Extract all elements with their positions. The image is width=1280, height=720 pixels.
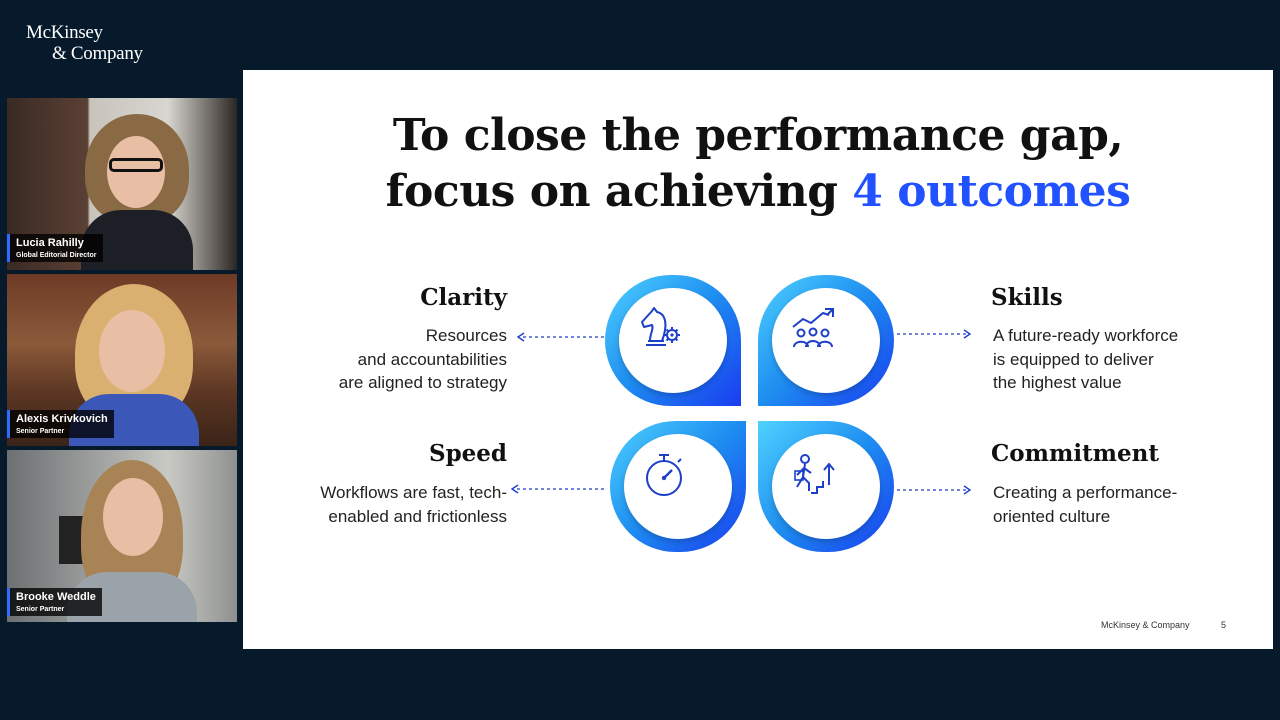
clarity-petal: [605, 275, 741, 406]
description-line: is equipped to deliver: [993, 349, 1154, 369]
description-line: Workflows are fast, tech-: [320, 483, 507, 502]
commitment-arrow: [897, 485, 972, 495]
skills-arrow: [897, 329, 972, 339]
participant-name: Lucia Rahilly: [16, 237, 84, 249]
outcome-description-clarity: Resources and accountabilities are align…: [263, 324, 507, 395]
participant-role: Senior Partner: [16, 428, 65, 435]
description-line: are aligned to strategy: [338, 373, 507, 392]
participant-nameplate: Alexis Krivkovich Senior Partner: [7, 410, 114, 438]
description-line: Resources: [425, 326, 507, 345]
team-growth-icon: [792, 308, 834, 348]
mckinsey-logo: McKinsey & Company: [26, 22, 143, 64]
title-line-2-prefix: focus on achieving: [385, 166, 853, 217]
description-line: enabled and frictionless: [328, 506, 507, 526]
title-line-2: focus on achieving 4 outcomes: [243, 164, 1273, 220]
participant-role: Global Editorial Director: [16, 252, 97, 259]
slide-page-number: 5: [1221, 620, 1227, 630]
outcome-description-skills: A future-ready workforce is equipped to …: [993, 324, 1233, 395]
participant-role: Senior Partner: [16, 606, 65, 613]
slide-title: To close the performance gap, focus on a…: [243, 108, 1273, 220]
participant-video-tile[interactable]: Brooke Weddle Senior Partner: [7, 450, 237, 622]
outcome-heading-clarity: Clarity: [420, 284, 507, 311]
participant-nameplate: Brooke Weddle Senior Partner: [7, 588, 102, 616]
outcome-heading-speed: Speed: [428, 440, 507, 467]
chess-knight-gear-icon: [641, 307, 680, 346]
description-line: oriented culture: [993, 506, 1111, 526]
description-line: the highest value: [993, 373, 1122, 392]
speed-arrow: [510, 484, 607, 494]
participant-name: Alexis Krivkovich: [16, 413, 108, 425]
outcome-heading-skills: Skills: [991, 284, 1063, 311]
stopwatch-icon: [646, 454, 682, 496]
description-line: Creating a performance-: [993, 483, 1178, 502]
title-highlight: 4 outcomes: [852, 166, 1131, 217]
participant-video-tile[interactable]: Alexis Krivkovich Senior Partner: [7, 274, 237, 446]
participant-video-tile[interactable]: Lucia Rahilly Global Editorial Director: [7, 98, 237, 270]
slide-footer-brand: McKinsey & Company: [1101, 620, 1190, 630]
participant-name: Brooke Weddle: [16, 591, 96, 603]
skills-petal: [758, 275, 894, 406]
outcome-heading-commitment: Commitment: [991, 440, 1159, 467]
speed-petal: [610, 421, 746, 552]
outcome-description-commitment: Creating a performance- oriented culture: [993, 481, 1233, 528]
person-climbing-stairs-icon: [794, 454, 835, 494]
outcome-description-speed: Workflows are fast, tech- enabled and fr…: [263, 481, 507, 528]
participant-nameplate: Lucia Rahilly Global Editorial Director: [7, 234, 103, 262]
participant-avatar: [67, 460, 197, 622]
title-line-1: To close the performance gap,: [392, 110, 1124, 161]
logo-line-2: & Company: [52, 43, 143, 64]
logo-line-1: McKinsey: [26, 22, 103, 43]
clarity-arrow: [516, 332, 605, 342]
commitment-petal: [758, 421, 894, 552]
presentation-slide: To close the performance gap, focus on a…: [243, 70, 1273, 649]
description-line: A future-ready workforce: [993, 326, 1179, 345]
description-line: and accountabilities: [357, 349, 507, 369]
